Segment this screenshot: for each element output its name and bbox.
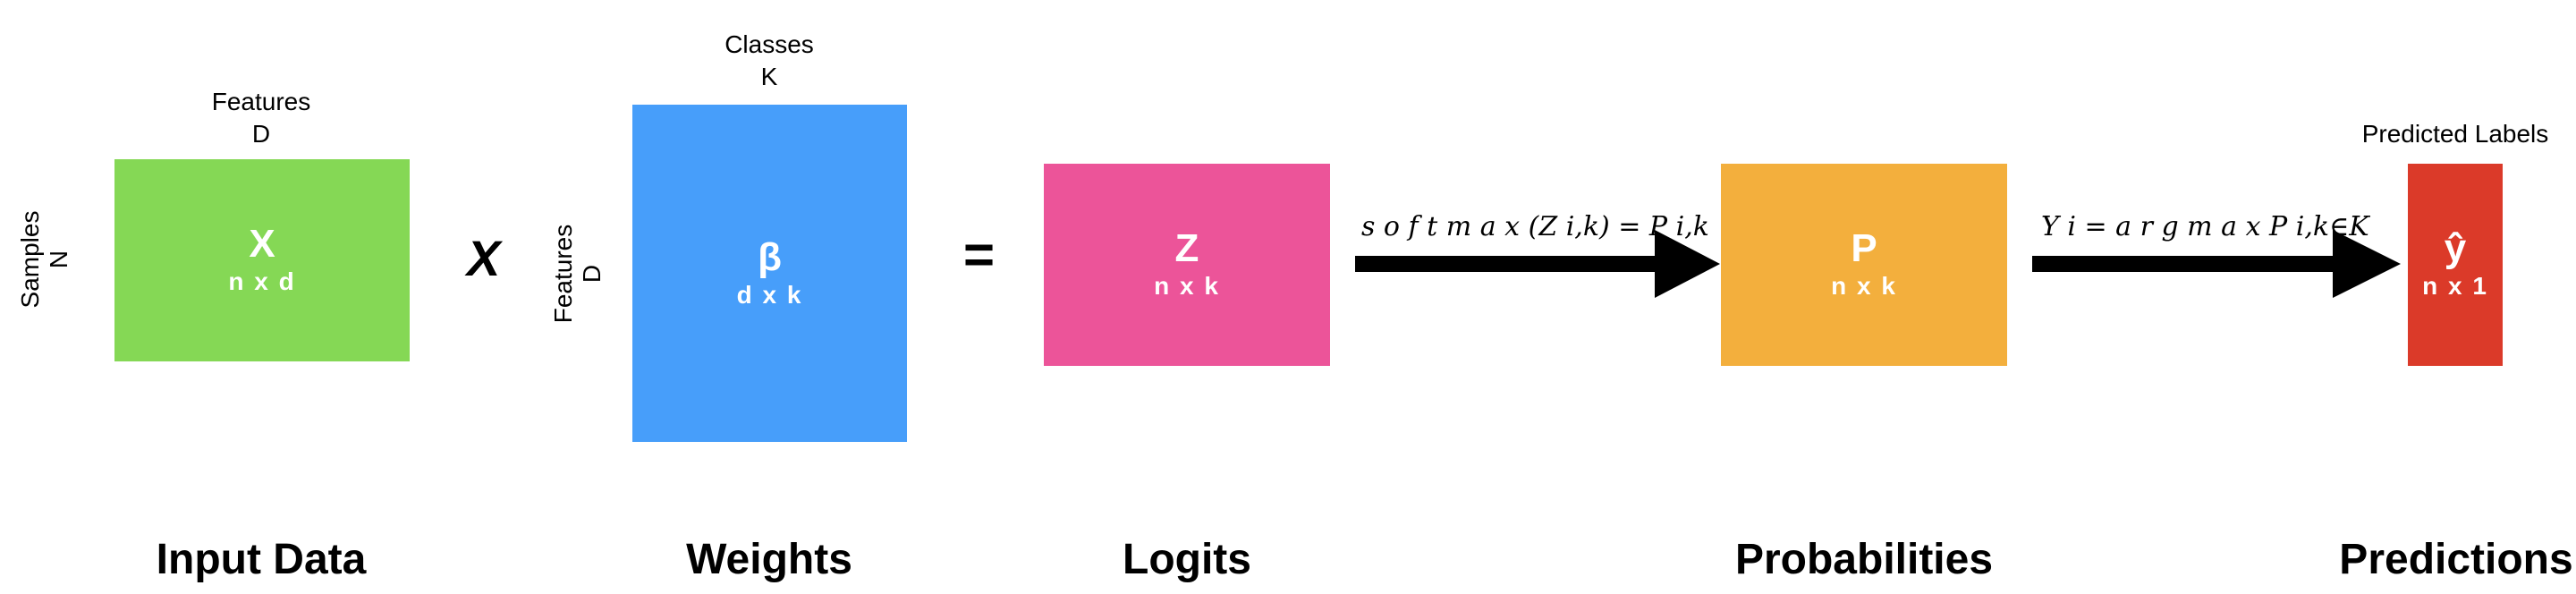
softmax-arrow-head — [1655, 230, 1720, 298]
softmax-arrow — [1355, 230, 1720, 298]
argmax-formula-text: Y i = a r g m a x P i,k∈K — [2041, 211, 2369, 242]
argmax-formula: Y i = a r g m a x P i,k∈K — [2041, 211, 2369, 242]
caption-logits: Logits — [1123, 536, 1251, 583]
input-features-dim: D — [251, 120, 271, 148]
argmax-arrow-head — [2333, 230, 2401, 298]
input-samples-dim: N — [45, 250, 72, 269]
caption-predictions: Predictions — [2339, 536, 2573, 583]
input-matrix-dims: n x d — [228, 267, 296, 295]
input-features-label: Features D — [172, 86, 351, 150]
softmax-formula-text: s o f t m a x (Z i,k) = P i,k — [1361, 211, 1709, 242]
softmax-arrow-shaft — [1355, 256, 1657, 272]
input-samples-text: Samples — [16, 210, 44, 309]
logits-matrix-symbol: Z — [1174, 226, 1199, 270]
logits-matrix-dims: n x k — [1154, 272, 1220, 300]
input-samples-label: Samples N — [16, 211, 73, 309]
weights-features-dim: D — [578, 264, 606, 284]
weights-classes-text: Classes — [724, 30, 814, 58]
multiply-operator: X — [467, 230, 501, 286]
probabilities-matrix-box: P n x k — [1721, 164, 2007, 366]
weights-matrix-box: β d x k — [632, 105, 907, 442]
weights-classes-dim: K — [760, 63, 778, 90]
logits-matrix-box: Z n x k — [1044, 164, 1330, 366]
input-matrix-box: X n x d — [114, 159, 410, 361]
weights-features-label: Features D — [549, 225, 606, 324]
input-features-text: Features — [211, 88, 311, 115]
caption-weights: Weights — [686, 536, 852, 583]
weights-features-text: Features — [549, 224, 577, 324]
weights-matrix-symbol: β — [758, 234, 782, 279]
predictions-vector-symbol: ŷ — [2444, 226, 2467, 270]
argmax-arrow — [2032, 230, 2401, 298]
input-matrix-symbol: X — [249, 222, 275, 266]
predictions-vector-dims: n x 1 — [2422, 272, 2488, 300]
softmax-formula: s o f t m a x (Z i,k) = P i,k — [1361, 211, 1709, 242]
predicted-labels-label: Predicted Labels — [2361, 120, 2549, 148]
caption-probabilities: Probabilities — [1734, 536, 1994, 583]
probabilities-matrix-dims: n x k — [1831, 272, 1897, 300]
equals-operator: = — [963, 225, 996, 284]
argmax-arrow-shaft — [2032, 256, 2336, 272]
predictions-vector-box: ŷ n x 1 — [2408, 164, 2503, 366]
caption-input-data: Input Data — [156, 536, 367, 583]
weights-matrix-dims: d x k — [736, 280, 803, 309]
probabilities-matrix-symbol: P — [1851, 226, 1877, 270]
weights-classes-label: Classes K — [680, 29, 859, 93]
